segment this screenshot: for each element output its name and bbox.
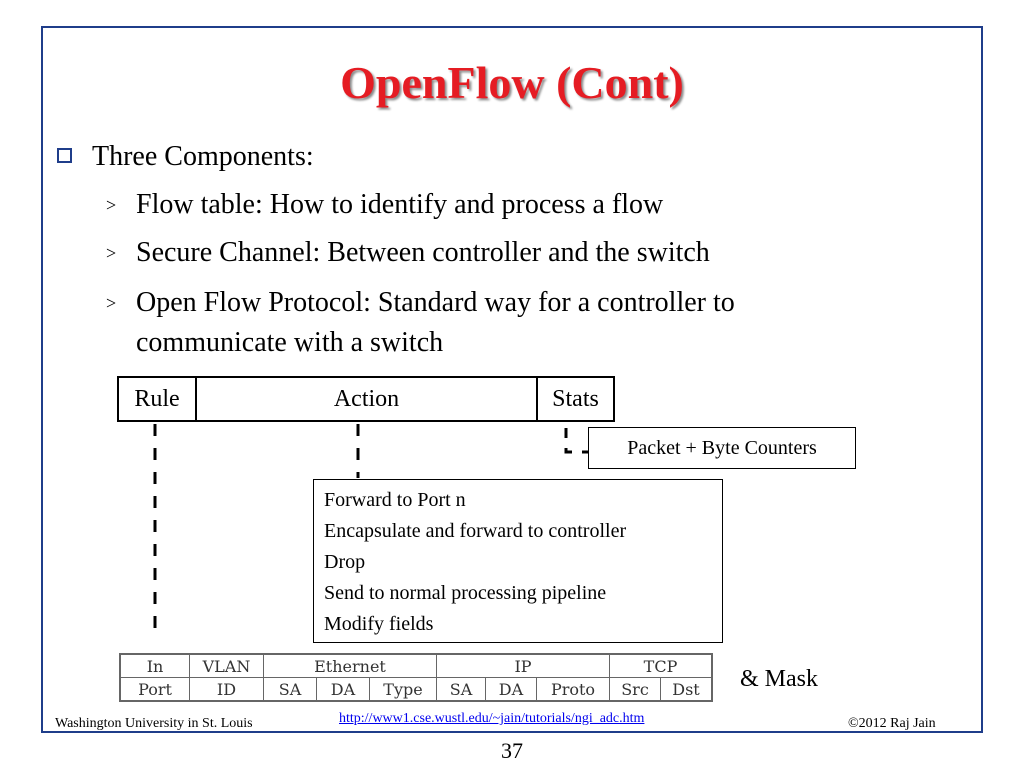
bullet-text: Three Components: bbox=[92, 141, 314, 172]
stats-cell: Stats bbox=[552, 385, 599, 412]
field-tcp-dst: Dst bbox=[660, 677, 713, 702]
actions-box: Forward to Port n Encapsulate and forwar… bbox=[313, 479, 723, 643]
footer-copyright: ©2012 Raj Jain bbox=[848, 716, 936, 731]
square-bullet-icon bbox=[57, 148, 72, 164]
subbullet-flow-table: > Flow table: How to identify and process… bbox=[106, 186, 663, 226]
flow-entry-header: Rule Action Stats bbox=[117, 376, 615, 422]
field-eth-type: Type bbox=[369, 677, 437, 702]
subbullet-text: Open Flow Protocol: Standard way for a c… bbox=[136, 287, 735, 318]
field-ip-sa: SA bbox=[436, 677, 486, 702]
rule-cell: Rule bbox=[119, 378, 197, 420]
action-item: Encapsulate and forward to controller bbox=[324, 520, 627, 542]
field-id: ID bbox=[189, 677, 264, 702]
arrow-bullet-icon: > bbox=[106, 194, 117, 215]
field-tcp: TCP bbox=[609, 653, 713, 678]
field-ip-proto: Proto bbox=[536, 677, 610, 702]
footer-institution: Washington University in St. Louis bbox=[55, 716, 253, 731]
field-ip: IP bbox=[436, 653, 610, 678]
action-item: Modify fields bbox=[324, 613, 434, 635]
action-item: Drop bbox=[324, 551, 366, 573]
action-item: Send to normal processing pipeline bbox=[324, 582, 607, 604]
field-eth-da: DA bbox=[316, 677, 370, 702]
stats-connector bbox=[564, 428, 588, 454]
footer-link[interactable]: http://www1.cse.wustl.edu/~jain/tutorial… bbox=[339, 711, 645, 726]
mask-label: & Mask bbox=[740, 666, 818, 692]
slide-frame bbox=[41, 26, 983, 733]
field-vlan: VLAN bbox=[189, 653, 264, 678]
subbullet-openflow-protocol: > Open Flow Protocol: Standard way for a … bbox=[106, 284, 735, 362]
arrow-bullet-icon: > bbox=[106, 242, 117, 263]
counters-box: Packet + Byte Counters bbox=[588, 427, 856, 469]
field-in: In bbox=[119, 653, 190, 678]
page-number: 37 bbox=[501, 738, 523, 763]
field-port: Port bbox=[119, 677, 190, 702]
field-tcp-src: Src bbox=[609, 677, 661, 702]
subbullet-text: Secure Channel: Between controller and t… bbox=[136, 237, 710, 268]
subbullet-text-continued: communicate with a switch bbox=[136, 326, 444, 358]
arrow-bullet-icon: > bbox=[106, 292, 117, 313]
action-cell: Action bbox=[197, 378, 538, 420]
field-ethernet: Ethernet bbox=[263, 653, 437, 678]
bullet-three-components: Three Components: bbox=[57, 140, 314, 174]
field-ip-da: DA bbox=[485, 677, 537, 702]
header-fields-table: In VLAN Ethernet IP TCP Port ID SA DA Ty… bbox=[119, 653, 713, 702]
subbullet-text: Flow table: How to identify and process … bbox=[136, 189, 664, 220]
slide-title: OpenFlow (Cont) bbox=[340, 57, 684, 108]
field-eth-sa: SA bbox=[263, 677, 317, 702]
subbullet-secure-channel: > Secure Channel: Between controller and … bbox=[106, 234, 710, 274]
action-item: Forward to Port n bbox=[324, 489, 466, 511]
